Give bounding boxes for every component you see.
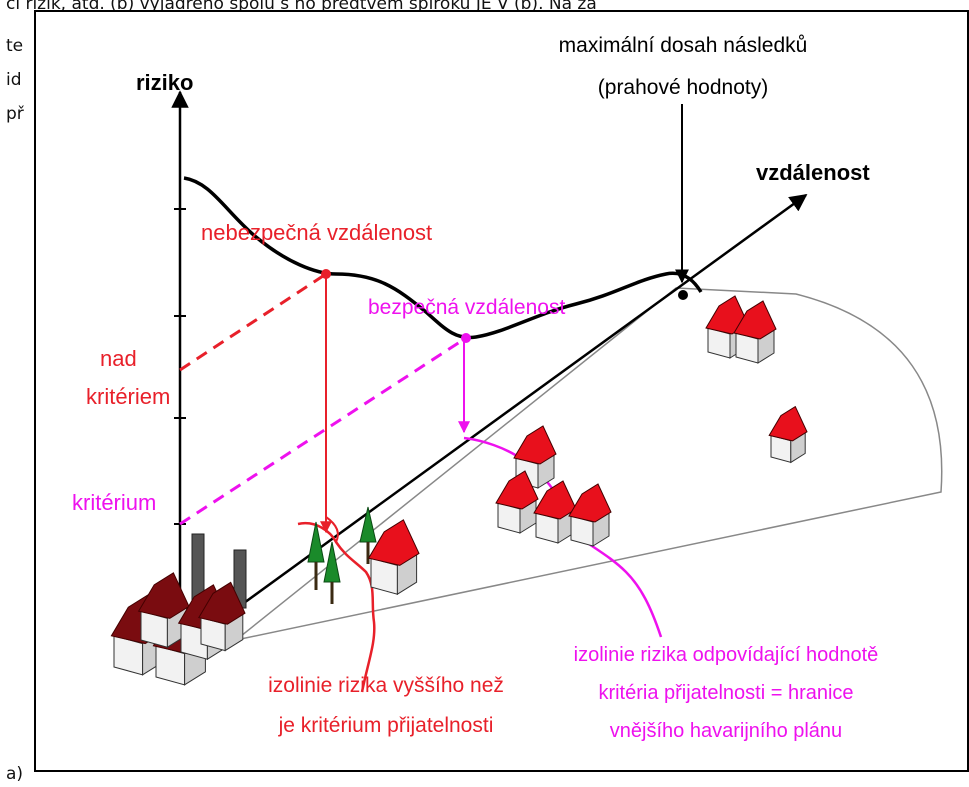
background-text-line: př <box>6 104 24 124</box>
background-text-line: te <box>6 36 24 56</box>
house <box>733 300 777 364</box>
above-criterion-label-line2: kritériem <box>86 384 171 409</box>
criterion-isoline-label-line3: vnějšího havarijního plánu <box>609 720 843 742</box>
high-risk-isoline-branch <box>325 516 339 543</box>
distance-axis <box>225 193 808 618</box>
risk-axis-ticks <box>174 208 186 525</box>
above-criterion-label-line1: nad <box>100 346 137 371</box>
y-axis-label: riziko <box>136 70 194 95</box>
high-risk-isoline-label-line2: je kritérium přijatelnosti <box>278 714 494 737</box>
criterion-isoline-label-line1: izolinie rizika odpovídající hodnotě <box>573 644 879 666</box>
ground-region <box>235 287 943 641</box>
max-reach-label-line2: (prahové hodnoty) <box>597 76 769 99</box>
x-axis-label: vzdálenost <box>756 160 870 185</box>
risk-distance-diagram: riziko vzdálenost maximální dosah násled… <box>34 10 969 772</box>
factory <box>110 572 246 686</box>
house <box>568 483 612 547</box>
factory-chimneys <box>191 533 247 609</box>
trees <box>307 506 377 604</box>
high-risk-isoline-label-line1: izolinie rizika vyššího než <box>268 674 504 697</box>
max-reach-label-line1: maximální dosah následků <box>558 34 808 57</box>
house <box>768 405 808 464</box>
house <box>533 480 577 544</box>
high-risk-isoline <box>297 521 376 693</box>
houses <box>367 295 808 596</box>
figure-caption: a) <box>6 764 24 784</box>
max-reach-point <box>678 290 688 300</box>
house <box>367 519 420 596</box>
dangerous-distance-label: nebezpečná vzdálenost <box>201 220 433 245</box>
criterion-isoline-label-line2: kritéria přijatelnosti = hranice <box>598 682 854 704</box>
factory-building <box>137 572 190 649</box>
above-criterion-dashed-line <box>179 272 327 372</box>
house <box>495 470 539 534</box>
diagram-canvas <box>110 90 943 693</box>
safe-distance-label: bezpečná vzdálenost <box>368 296 566 319</box>
criterion-label: kritérium <box>72 490 157 515</box>
factory-building <box>198 581 246 652</box>
criterion-dashed-line <box>179 336 467 526</box>
background-text-line: id <box>6 70 22 90</box>
safe-point <box>461 333 471 343</box>
risk-curve <box>183 176 703 340</box>
